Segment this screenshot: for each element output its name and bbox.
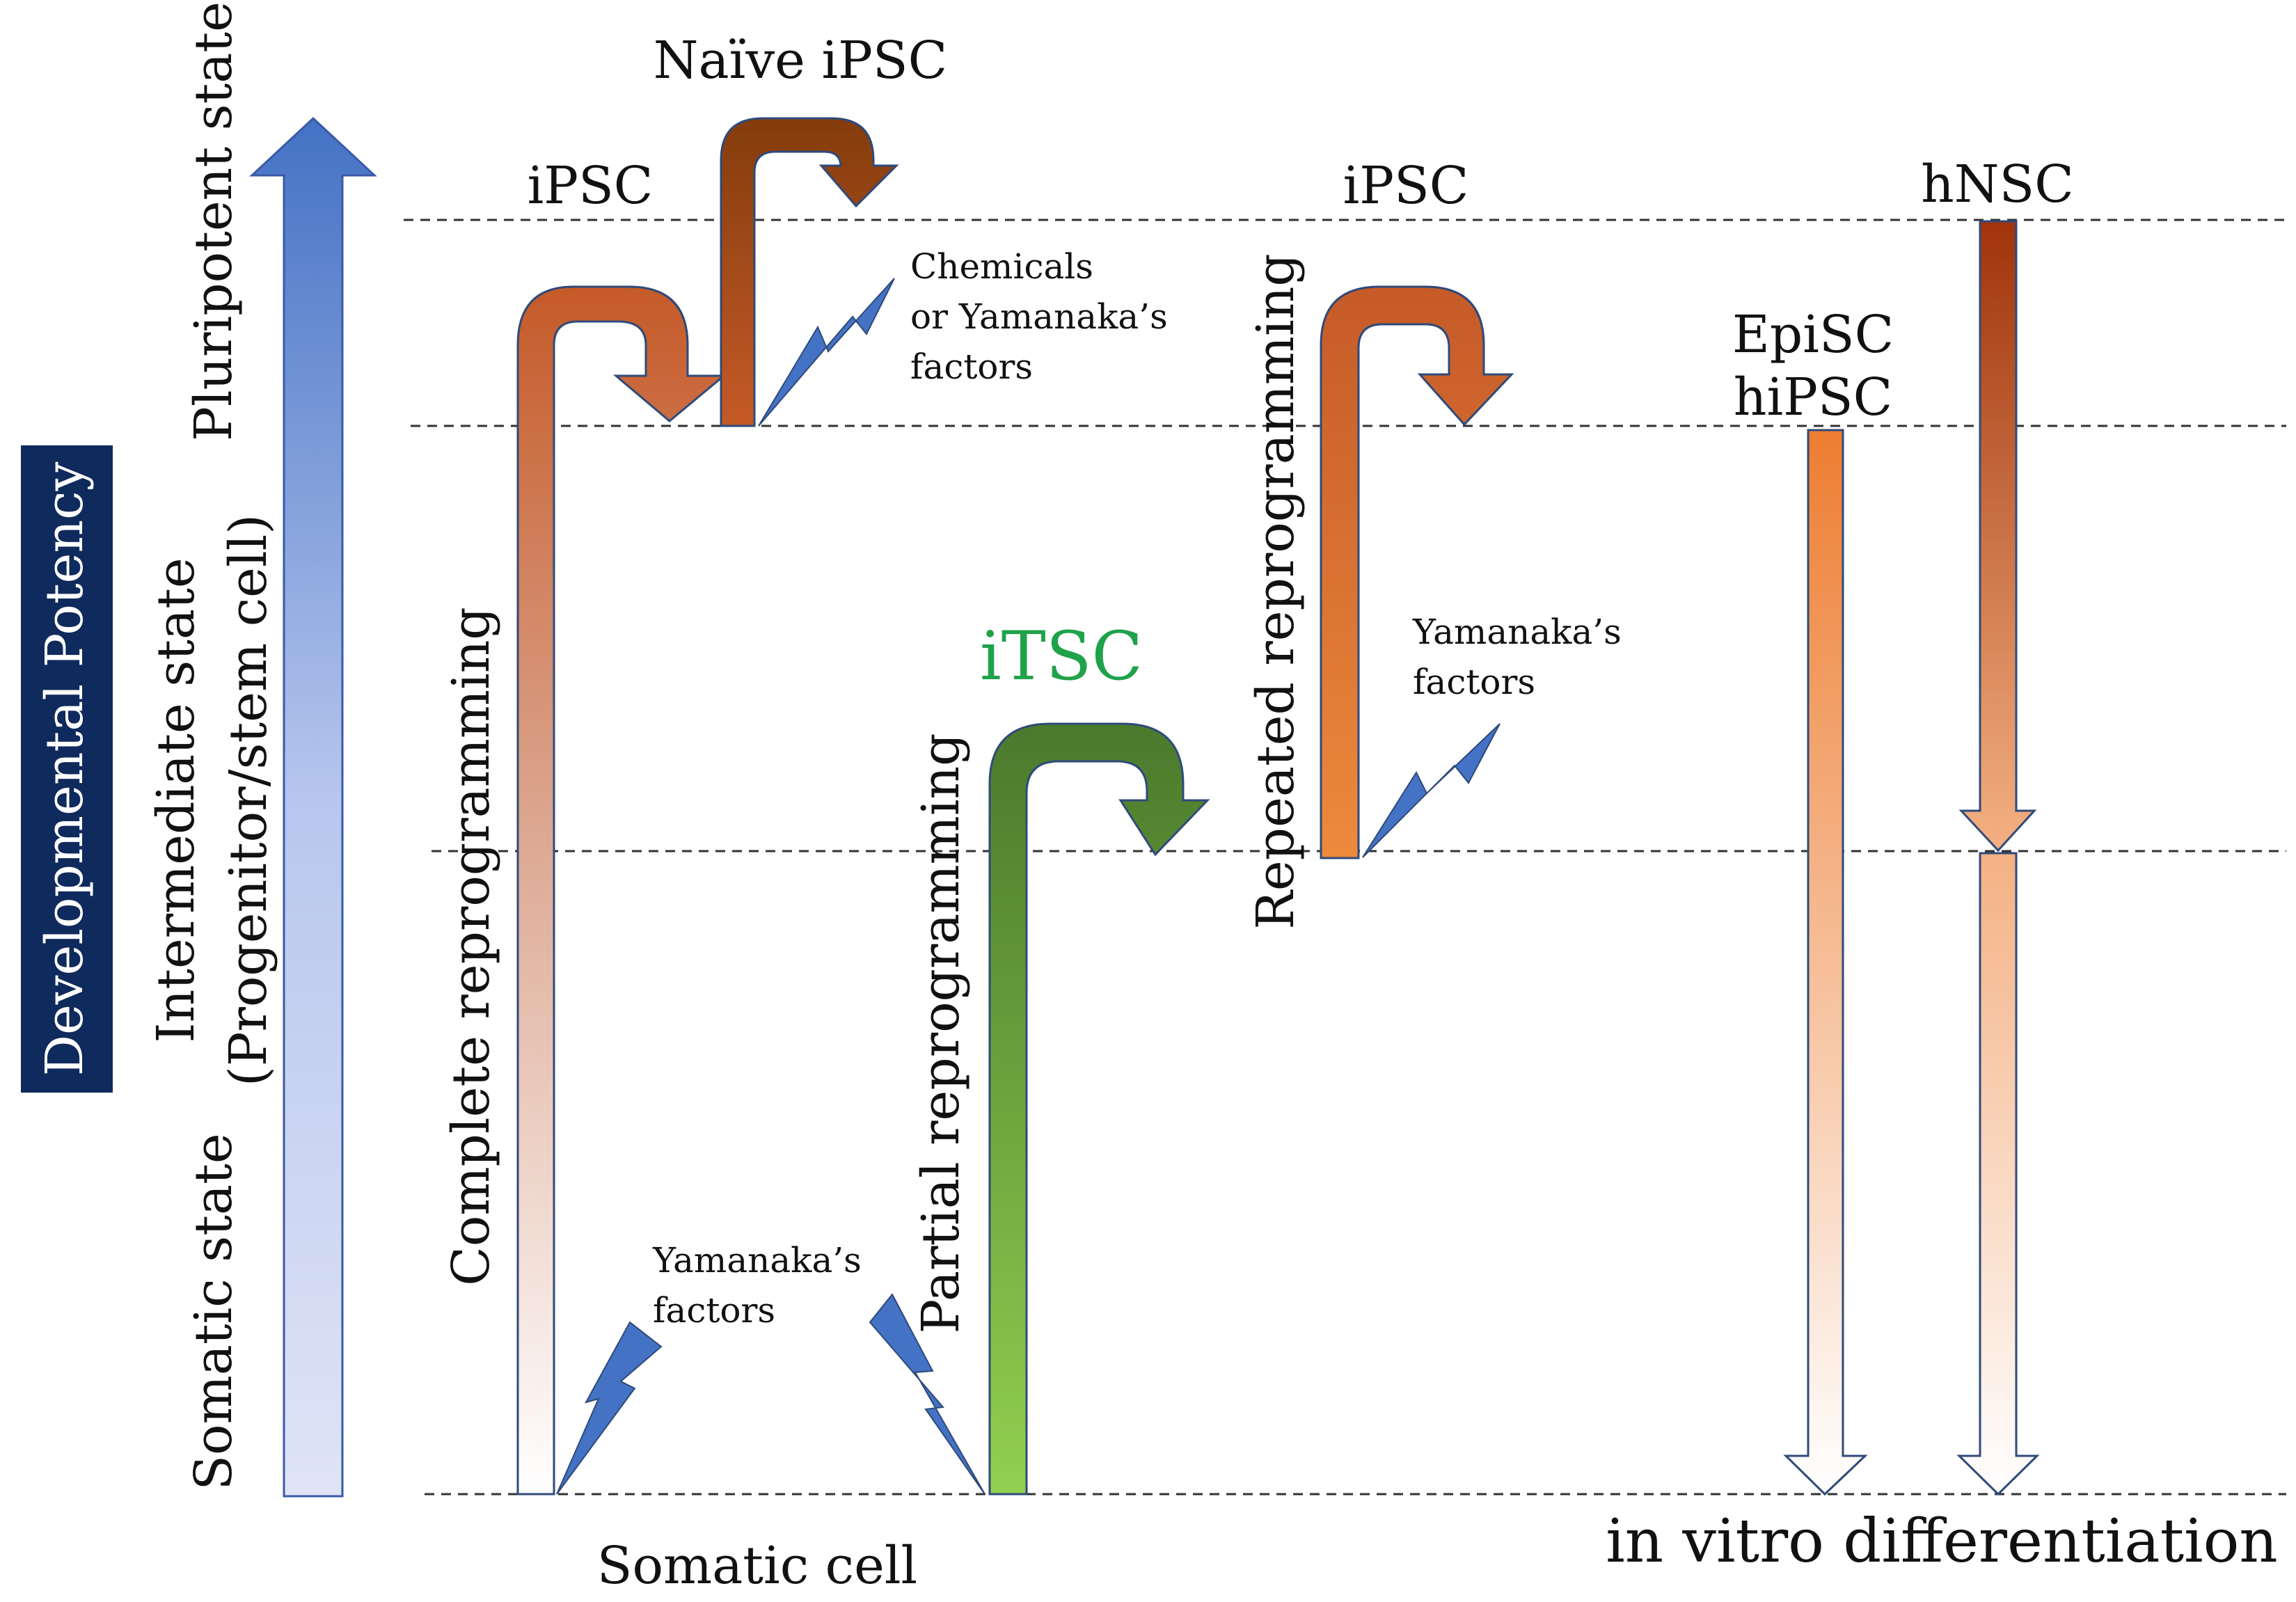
somatic-cell-label: Somatic cell: [597, 1536, 917, 1596]
lightning-icon-partial: [869, 1293, 985, 1495]
hnsc-label: hNSC: [1921, 154, 2074, 214]
repeated-reprogramming-arrow: [1320, 285, 1514, 859]
complete-reprogramming-label: Complete reprogramming: [441, 607, 501, 1286]
lightning-icon-repeated: [1362, 723, 1501, 858]
itsc-label: iTSC: [980, 617, 1143, 695]
naive-ipsc-label: Naïve iPSC: [654, 31, 947, 90]
pluripotent-state-label: Pluripotent state: [184, 1, 244, 441]
episc-label: EpiSC: [1732, 305, 1894, 365]
naive-ipsc-arrow: [720, 117, 899, 427]
in-vitro-label: in vitro differentiation: [1606, 1507, 2278, 1576]
yamanaka-bottom-label-line1: Yamanaka’s: [652, 1240, 862, 1280]
complete-reprogramming-arrow: [516, 285, 727, 1496]
somatic-state-label: Somatic state: [184, 1133, 244, 1490]
lightning-icon-chemicals: [758, 278, 895, 427]
yamanaka-bottom-label-line2: factors: [653, 1290, 775, 1331]
partial-reprogramming-arrow: [988, 722, 1210, 1496]
episc-differentiation-arrow: [1783, 429, 1868, 1496]
potency-label: Developmental Potency: [35, 461, 95, 1076]
yamanaka-mid-label-line2: factors: [1413, 662, 1535, 702]
yamanaka-mid-label-line1: Yamanaka’s: [1412, 612, 1622, 652]
partial-reprogramming-label: Partial reprogramming: [911, 733, 971, 1333]
hnsc-upper-arrow: [1958, 220, 2037, 852]
ipsc-right-label: iPSC: [1343, 156, 1469, 216]
lightning-icon-complete: [556, 1321, 663, 1495]
ipsc-left-label: iPSC: [528, 156, 654, 216]
hnsc-lower-arrow: [1956, 852, 2040, 1496]
repeated-reprogramming-label: Repeated reprogramming: [1246, 253, 1306, 930]
potency-arrow: [249, 116, 377, 1498]
chemicals-label-line2: or Yamanaka’s: [910, 296, 1168, 337]
chemicals-label-line1: Chemicals: [910, 246, 1093, 287]
chemicals-label-line3: factors: [910, 347, 1033, 387]
intermediate-state-sublabel: (Progenitor/stem cell): [219, 514, 278, 1086]
intermediate-state-label: Intermediate state: [146, 557, 206, 1042]
potency-label-box: [21, 445, 113, 1093]
hipsc-label: hiPSC: [1734, 367, 1892, 427]
